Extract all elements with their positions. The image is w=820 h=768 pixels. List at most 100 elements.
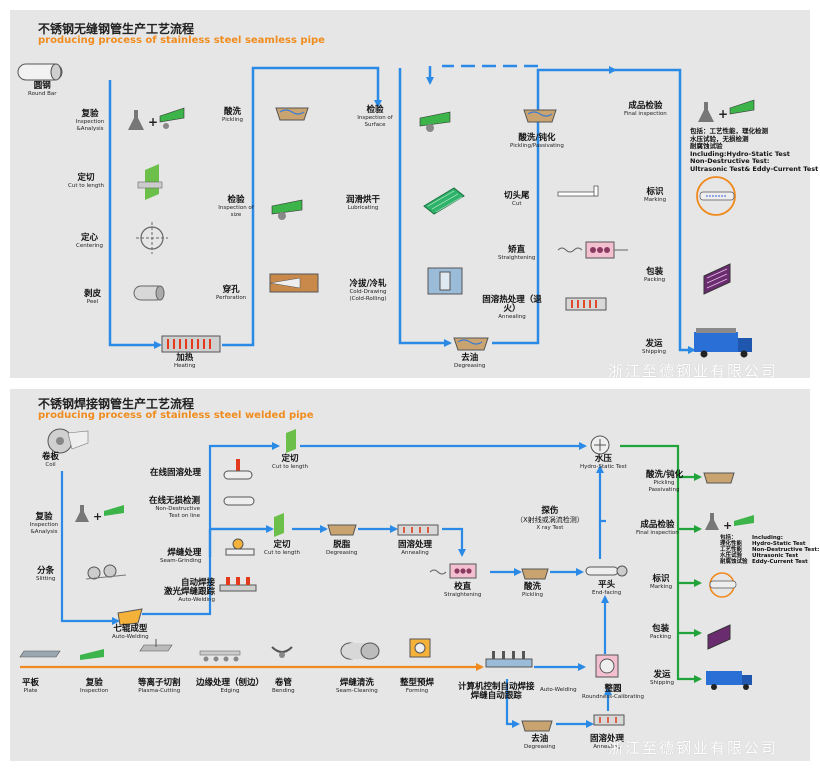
pickling-tank-icon-2 [521, 568, 549, 580]
edging-rollers-icon [199, 650, 241, 662]
annealing-furnace-icon-2 [397, 524, 439, 536]
plasma-cutting-icon [139, 639, 173, 652]
online-ndt-icon [223, 496, 255, 506]
forming-icon [409, 638, 431, 658]
centering-crosshair-icon [136, 222, 168, 254]
inspection-flask-icon-2: + [75, 505, 124, 523]
final-inspection-flask-icon-2: + [705, 513, 754, 532]
welded-blue-flow-lines [60, 442, 612, 728]
w-step-online-annealing: 在线固溶处理 [150, 468, 202, 478]
welded-test-note-cn: 包括：理化性能工艺性能水压试验耐腐蚀试验 [720, 535, 748, 565]
w-step-auto-welding-en: Auto-Welding [540, 687, 577, 693]
svg-text:+: + [723, 519, 732, 532]
pickling-passivating-tank-icon [523, 109, 557, 123]
marking-pipe-icon-2 [709, 572, 737, 598]
cut-to-length-icon [137, 164, 163, 200]
degreasing-tank-icon-2 [327, 524, 357, 536]
seam-cleaning-pipe-icon [340, 642, 380, 660]
online-annealing-icon [223, 459, 253, 480]
cut-to-length-icon-2 [286, 429, 296, 453]
packing-bundle-icon-2 [707, 624, 731, 650]
perforation-icon [269, 273, 319, 293]
degreasing-tank-icon [453, 337, 489, 351]
shipping-truck-icon [694, 328, 752, 358]
annealing-furnace-icon-3 [593, 714, 625, 726]
slitting-icon [85, 564, 127, 580]
seven-roll-forming-icon [117, 608, 143, 626]
pickling-passivating-tank-icon-2 [703, 472, 735, 484]
welded-watermark: 浙江至德钢业有限公司 [608, 739, 779, 757]
hydro-static-gauge-icon [590, 435, 610, 455]
seamless-flow-lines [108, 64, 696, 354]
svg-text:+: + [148, 115, 158, 129]
cut-to-length-icon-3 [274, 513, 284, 537]
welded-title: 不锈钢焊接钢管生产工艺流程 [38, 397, 195, 411]
welded-flow-diagram: + [19, 428, 754, 732]
size-inspection-icon [271, 199, 303, 220]
end-facing-icon [585, 565, 628, 577]
bending-rollers-icon [271, 646, 293, 658]
seamless-flow-diagram: + [17, 63, 755, 358]
welded-process-panel: 不锈钢焊接钢管生产工艺流程 producing process of stain… [10, 389, 819, 761]
straightening-rollers-icon-2 [429, 563, 477, 579]
seamless-watermark: 浙江至德钢业有限公司 [608, 362, 779, 380]
svg-text:+: + [93, 510, 102, 523]
inspection-flask-icon: + [128, 107, 185, 130]
surface-inspection-icon [419, 111, 451, 132]
shipping-truck-icon-2 [706, 671, 752, 690]
seamless-process-panel: 不锈钢无缝钢管生产工艺流程 producing process of stain… [10, 10, 818, 380]
cut-pipe-icon [557, 185, 599, 197]
annealing-furnace-icon [565, 297, 607, 311]
w-step-x-ray: 探伤（X射线或涡流检测）X ray Test [516, 506, 584, 532]
marking-pipe-icon [696, 176, 736, 216]
welded-green-flow-lines [620, 444, 702, 683]
svg-text:+: + [718, 107, 728, 121]
plate-icon [19, 650, 61, 658]
degreasing-tank-icon-3 [521, 720, 553, 732]
packing-bundle-icon [703, 263, 731, 295]
auto-welding-icon [219, 577, 257, 592]
seamless-test-note: 包括：工艺性能，理化检测水压试验，无损检测耐腐蚀试验 Including:Hyd… [690, 127, 819, 173]
straightening-rollers-icon [557, 241, 628, 259]
final-inspection-flask-icon: + [698, 99, 755, 122]
